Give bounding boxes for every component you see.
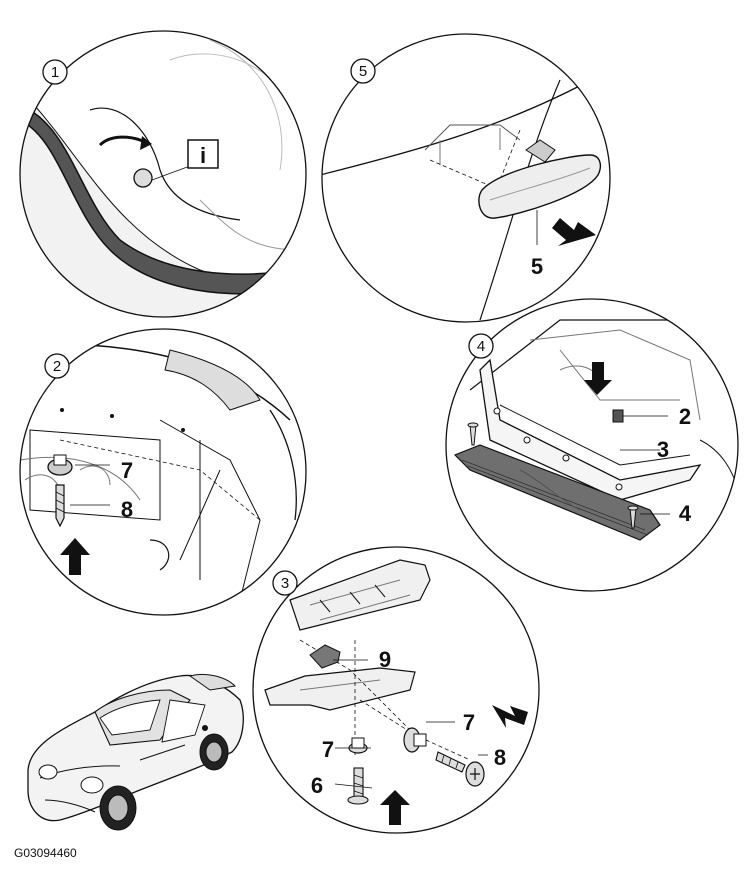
panel-5: 5 [321, 33, 611, 323]
push-arrow [584, 362, 612, 395]
step-number: 2 [53, 358, 61, 375]
panel-4: 2 3 4 [445, 298, 739, 592]
lower-bracket [264, 667, 416, 711]
document-code: G03094460 [14, 846, 77, 860]
step-badge-2: 2 [44, 353, 70, 379]
step-number: 5 [359, 63, 367, 80]
screw [55, 484, 65, 528]
panel-1: i [19, 30, 307, 318]
step-number: 3 [281, 575, 289, 592]
clip-nut [47, 454, 73, 476]
panel-3: 9 7 7 8 6 [252, 546, 540, 834]
step-badge-1: 1 [42, 59, 68, 85]
callout-4: 4 [679, 501, 692, 526]
push-arrow [60, 538, 90, 575]
callout-8: 8 [121, 497, 133, 522]
callout-6: 6 [311, 773, 323, 798]
fastener-screw [133, 168, 153, 188]
clip-9 [309, 644, 341, 669]
step-number: 1 [51, 64, 59, 81]
callout-2: 2 [679, 404, 691, 429]
front-wheel [99, 785, 137, 831]
stud-6 [347, 767, 369, 805]
callout-8: 8 [494, 745, 506, 770]
push-arrow-diag [492, 705, 528, 728]
panel-2: 7 8 [19, 328, 307, 616]
step-badge-4: 4 [468, 333, 494, 359]
expanding-nut-7 [348, 737, 368, 754]
car-illustration [27, 673, 244, 831]
callout-7: 7 [121, 458, 133, 483]
step-badge-5: 5 [350, 58, 376, 84]
info-icon-glyph: i [200, 143, 206, 168]
push-arrow-up [380, 790, 410, 825]
clip [612, 409, 624, 423]
upper-bracket [289, 559, 431, 631]
callout-9: 9 [379, 647, 391, 672]
screw-8 [435, 751, 485, 787]
info-icon: i [187, 139, 219, 169]
callout-5: 5 [531, 254, 543, 279]
grommet-7 [403, 727, 427, 753]
rear-wheel [199, 733, 229, 771]
carrier-frame [479, 358, 702, 501]
callout-7-left: 7 [322, 737, 334, 762]
step-badge-3: 3 [272, 570, 298, 596]
side-marker-lamp [478, 139, 602, 219]
callout-3: 3 [657, 437, 669, 462]
callout-7-right: 7 [463, 710, 475, 735]
push-arrow [552, 218, 596, 246]
step-number: 4 [477, 338, 485, 355]
